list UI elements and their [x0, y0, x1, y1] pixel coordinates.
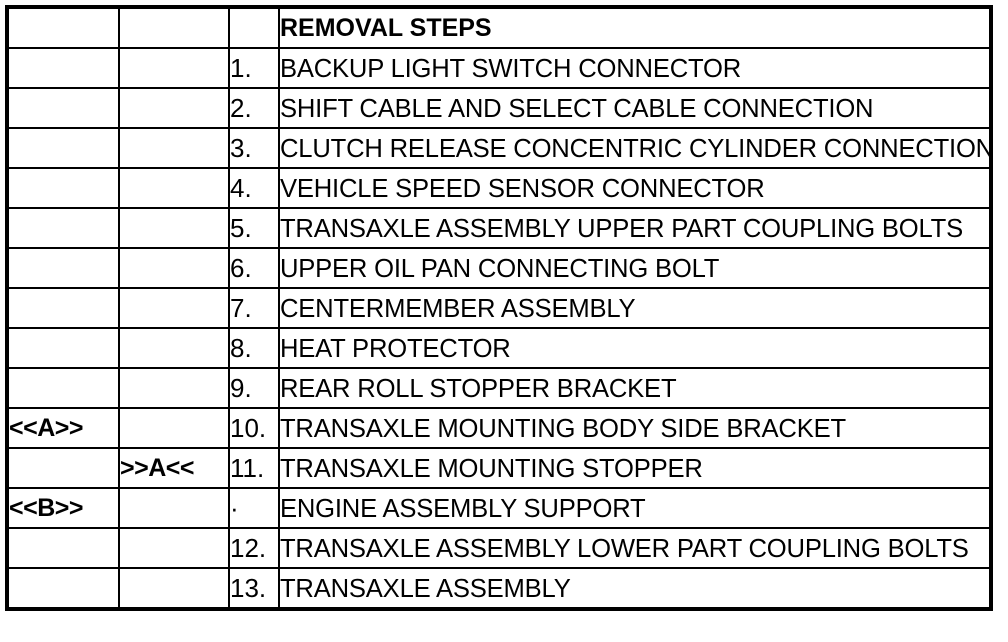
step-number-cell: 5.	[228, 207, 280, 249]
step-description-cell: CLUTCH RELEASE CONCENTRIC CYLINDER CONNE…	[278, 127, 994, 169]
table-row-header: REMOVAL STEPS	[6, 6, 992, 49]
step-number-cell: 13.	[228, 567, 280, 610]
mark-a-cell	[6, 247, 120, 289]
mark-b-cell	[118, 327, 230, 369]
step-number-cell: 9.	[228, 367, 280, 409]
step-description-cell: REAR ROLL STOPPER BRACKET	[278, 367, 982, 409]
mark-b-cell	[118, 527, 230, 569]
step-number-cell: 12.	[228, 527, 280, 569]
mark-b-cell	[118, 207, 230, 249]
step-number-cell: 8.	[228, 327, 280, 369]
step-description-cell: TRANSAXLE ASSEMBLY LOWER PART COUPLING B…	[278, 527, 982, 569]
table-row: 9. REAR ROLL STOPPER BRACKET	[6, 367, 991, 409]
table-row: 6. UPPER OIL PAN CONNECTING BOLT	[6, 247, 991, 289]
table-row: 2. SHIFT CABLE AND SELECT CABLE CONNECTI…	[6, 87, 991, 129]
step-description-cell: HEAT PROTECTOR	[278, 327, 982, 369]
mark-a-cell	[6, 207, 120, 249]
mark-a-cell	[6, 527, 120, 569]
mark-b-cell	[118, 127, 230, 169]
mark-a-cell	[6, 367, 120, 409]
step-description-cell: BACKUP LIGHT SWITCH CONNECTOR	[278, 47, 982, 89]
table-row: 3. CLUTCH RELEASE CONCENTRIC CYLINDER CO…	[6, 127, 994, 169]
mark-a-cell	[6, 47, 120, 89]
mark-a-cell: <<B>>	[6, 487, 120, 529]
mark-b-cell	[118, 247, 230, 289]
step-description-cell: TRANSAXLE MOUNTING BODY SIDE BRACKET	[278, 407, 982, 449]
table-row: 12. TRANSAXLE ASSEMBLY LOWER PART COUPLI…	[6, 527, 991, 569]
step-number-cell: 6.	[228, 247, 280, 289]
step-description-cell: SHIFT CABLE AND SELECT CABLE CONNECTION	[278, 87, 982, 129]
step-number-cell: 4.	[228, 167, 280, 209]
mark-b-cell	[118, 6, 230, 49]
step-description-cell: TRANSAXLE MOUNTING STOPPER	[278, 447, 982, 489]
removal-steps-table: REMOVAL STEPS 1. BACKUP LIGHT SWITCH CON…	[5, 5, 994, 611]
table-row: 1. BACKUP LIGHT SWITCH CONNECTOR	[6, 47, 991, 89]
mark-a-cell	[6, 127, 120, 169]
step-number-cell: 1.	[228, 47, 280, 89]
mark-b-cell	[118, 87, 230, 129]
step-description-cell: TRANSAXLE ASSEMBLY UPPER PART COUPLING B…	[278, 207, 982, 249]
mark-b-cell	[118, 367, 230, 409]
mark-a-cell	[6, 287, 120, 329]
mark-a-cell	[6, 6, 120, 49]
mark-a-cell	[6, 327, 120, 369]
mark-a-cell	[6, 87, 120, 129]
step-number-cell: 7.	[228, 287, 280, 329]
step-description-cell: TRANSAXLE ASSEMBLY	[278, 567, 982, 610]
table-row: <<A>> 10. TRANSAXLE MOUNTING BODY SIDE B…	[6, 407, 991, 449]
table-row: <<B>> · ENGINE ASSEMBLY SUPPORT	[6, 487, 991, 529]
mark-a-cell	[6, 567, 120, 610]
table-row: 7. CENTERMEMBER ASSEMBLY	[6, 287, 991, 329]
table-body: REMOVAL STEPS 1. BACKUP LIGHT SWITCH CON…	[6, 6, 994, 610]
step-number-cell	[228, 6, 280, 49]
mark-b-cell: >>A<<	[118, 447, 230, 489]
mark-b-cell	[118, 167, 230, 209]
mark-b-cell	[118, 407, 230, 449]
mark-b-cell	[118, 487, 230, 529]
step-number-cell: 2.	[228, 87, 280, 129]
mark-a-cell: <<A>>	[6, 407, 120, 449]
removal-steps-title: REMOVAL STEPS	[278, 6, 992, 49]
table-row: 4. VEHICLE SPEED SENSOR CONNECTOR	[6, 167, 991, 209]
mark-a-cell	[6, 167, 120, 209]
mark-a-cell	[6, 447, 120, 489]
step-number-cell: 3.	[228, 127, 280, 169]
table-row: 8. HEAT PROTECTOR	[6, 327, 991, 369]
table-row: >>A<< 11. TRANSAXLE MOUNTING STOPPER	[6, 447, 991, 489]
mark-b-cell	[118, 567, 230, 610]
step-number-cell: ·	[228, 487, 280, 529]
mark-b-cell	[118, 287, 230, 329]
table-row: 5. TRANSAXLE ASSEMBLY UPPER PART COUPLIN…	[6, 207, 991, 249]
table-row: 13. TRANSAXLE ASSEMBLY	[6, 567, 991, 610]
step-description-cell: CENTERMEMBER ASSEMBLY	[278, 287, 982, 329]
step-description-cell: ENGINE ASSEMBLY SUPPORT	[278, 487, 982, 529]
step-description-cell: VEHICLE SPEED SENSOR CONNECTOR	[278, 167, 982, 209]
mark-b-cell	[118, 47, 230, 89]
step-number-cell: 11.	[228, 447, 280, 489]
step-number-cell: 10.	[228, 407, 280, 449]
step-description-cell: UPPER OIL PAN CONNECTING BOLT	[278, 247, 982, 289]
